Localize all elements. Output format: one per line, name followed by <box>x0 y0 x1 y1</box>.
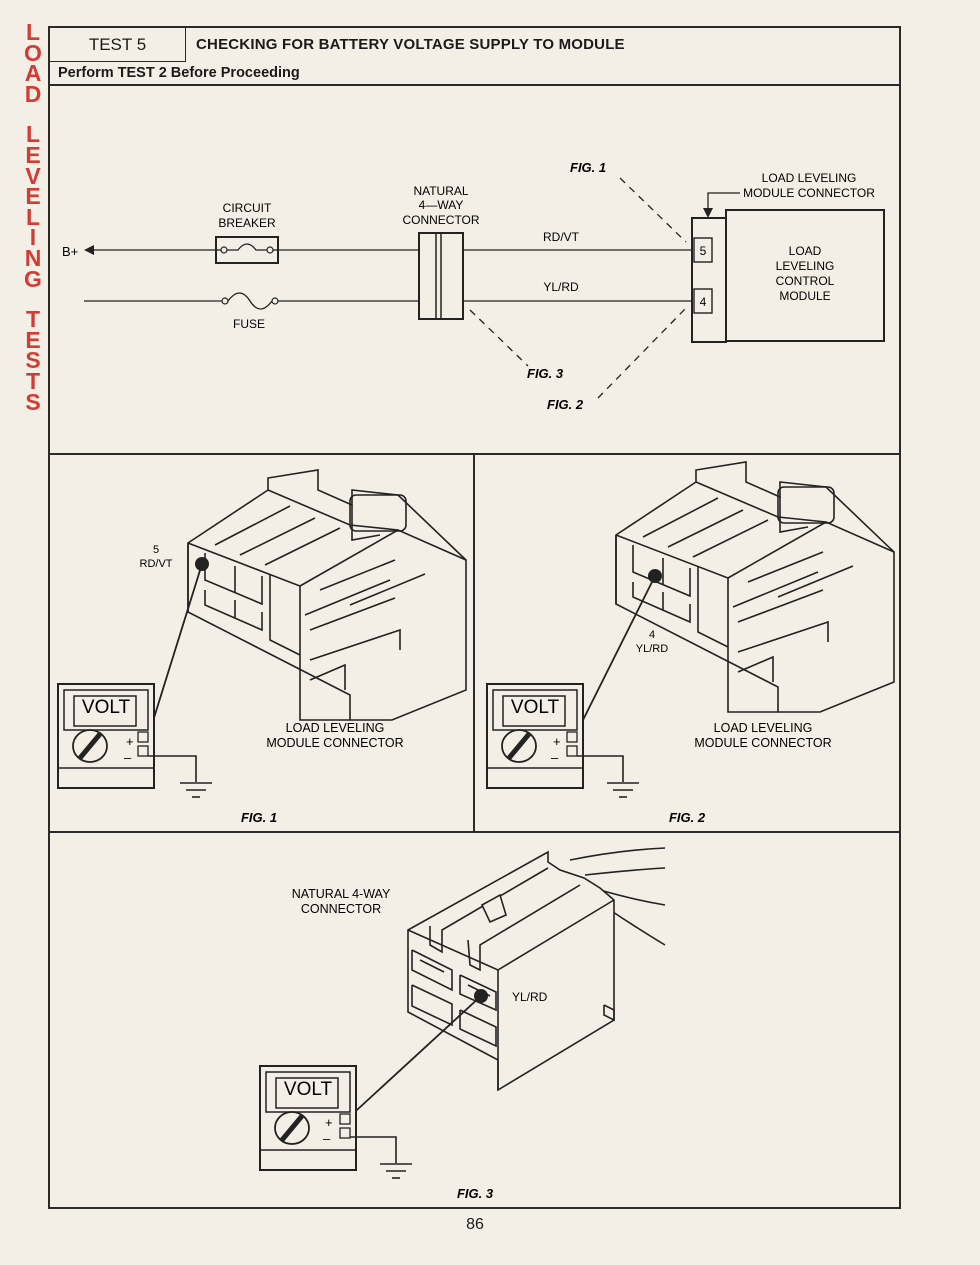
page-subtitle: Perform TEST 2 Before Proceeding <box>58 65 300 81</box>
meter-minus: – <box>323 1131 331 1146</box>
natural-connector-label-2: 4—WAY <box>419 198 464 212</box>
fig3-leader-label: FIG. 3 <box>527 366 564 381</box>
figures-divider <box>50 831 900 833</box>
fig-column-divider <box>473 454 475 831</box>
fig3-wire: YL/RD <box>512 990 548 1004</box>
fig2-leader-label: FIG. 2 <box>547 397 584 412</box>
module-connector-symbol <box>691 217 727 343</box>
header-divider <box>50 84 900 86</box>
page-frame <box>48 26 901 1209</box>
module-label-3: CONTROL <box>776 274 835 288</box>
pin-bottom-label: 4 <box>700 295 707 309</box>
page-title: CHECKING FOR BATTERY VOLTAGE SUPPLY TO M… <box>196 36 625 53</box>
meter-minus: – <box>551 750 559 765</box>
figure-2: VOLT + – 4 YL/RD LOAD LEVELING MODULE CO… <box>487 461 895 825</box>
fuse-label: FUSE <box>233 317 265 331</box>
fig1-wire: RD/VT <box>140 558 173 570</box>
fig2-pin: 4 <box>649 629 655 641</box>
module-label-4: MODULE <box>779 289 830 303</box>
module-connector-label-2: MODULE CONNECTOR <box>743 186 875 200</box>
fig1-caption: FIG. 1 <box>241 810 277 825</box>
ground-lead <box>350 1136 397 1163</box>
schematic: B+ CIRCUIT BREAKER FUSE NATURAL 4—WAY CO… <box>62 160 885 412</box>
fig3-caption: FIG. 3 <box>457 1186 494 1201</box>
meter-plus: + <box>553 734 561 749</box>
module-connector-drawing <box>615 461 895 713</box>
wire-bottom-label: YL/RD <box>543 280 579 294</box>
voltmeter-label: VOLT <box>82 697 131 718</box>
fig1-label-1: LOAD LEVELING <box>286 721 385 735</box>
voltmeter-label: VOLT <box>511 697 560 718</box>
natural-connector-drawing <box>407 847 666 1092</box>
fig1-leader-label: FIG. 1 <box>570 160 606 175</box>
fuse-symbol <box>227 292 273 310</box>
probe-lead-positive <box>345 995 482 1121</box>
fig1-pin: 5 <box>153 544 159 556</box>
fig2-caption: FIG. 2 <box>669 810 706 825</box>
fig1-label-2: MODULE CONNECTOR <box>266 736 403 750</box>
probe-lead-positive <box>147 563 203 738</box>
ground-lead <box>148 755 197 782</box>
fig3-label-2: CONNECTOR <box>301 902 381 916</box>
module-label-2: LEVELING <box>776 259 835 273</box>
module-connector-drawing <box>187 469 467 721</box>
battery-label: B+ <box>62 244 78 259</box>
page-number: 86 <box>466 1216 484 1233</box>
fig3-label-1: NATURAL 4-WAY <box>292 887 391 901</box>
module-label-1: LOAD <box>789 244 822 258</box>
meter-plus: + <box>126 734 134 749</box>
pin-top-label: 5 <box>700 244 707 258</box>
schematic-divider <box>50 453 900 455</box>
module-connector-label-1: LOAD LEVELING <box>762 171 857 185</box>
meter-minus: – <box>124 750 132 765</box>
probe-lead-positive <box>573 575 656 739</box>
control-module-symbol <box>725 209 885 342</box>
meter-plus: + <box>325 1115 333 1130</box>
test-label: TEST 5 <box>50 28 186 62</box>
figure-3: VOLT + – NATURAL 4-WAY CONNECTOR YL/RD F… <box>260 847 666 1201</box>
circuit-breaker-label-1: CIRCUIT <box>223 201 272 215</box>
circuit-breaker-label-2: BREAKER <box>218 216 276 230</box>
fig2-label-1: LOAD LEVELING <box>714 721 813 735</box>
fig2-label-2: MODULE CONNECTOR <box>694 736 831 750</box>
natural-connector-label-1: NATURAL <box>413 184 468 198</box>
ground-lead <box>577 755 624 782</box>
battery-arrow <box>84 245 94 255</box>
natural-connector-label-3: CONNECTOR <box>402 213 479 227</box>
wire-top-label: RD/VT <box>543 230 580 244</box>
fig2-wire: YL/RD <box>636 643 668 655</box>
figure-1: VOLT + – 5 RD/VT LOAD LEVELING MODULE CO… <box>58 469 467 825</box>
voltmeter-label: VOLT <box>284 1079 333 1100</box>
